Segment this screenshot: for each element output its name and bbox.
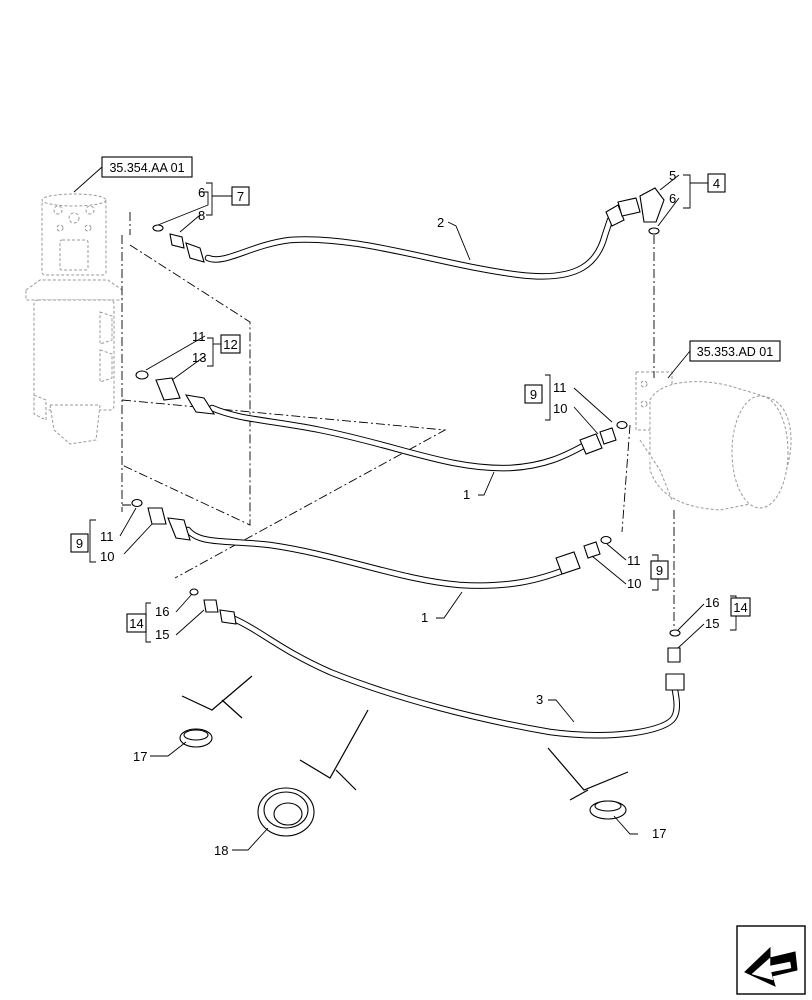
fitting-8 xyxy=(169,233,185,249)
adapter-10-b xyxy=(599,427,617,445)
kit-14-right-label: 14 xyxy=(733,600,747,615)
elbow-fitting-5 xyxy=(617,187,665,223)
adapter-10-c xyxy=(147,507,167,525)
clamp-17-left xyxy=(179,728,213,748)
callout-17-right: 17 xyxy=(652,826,666,841)
swivel-joint-ghost xyxy=(25,193,123,445)
travel-motor-ghost xyxy=(635,371,792,511)
leader-lines xyxy=(89,174,737,851)
section-marks xyxy=(181,675,629,801)
kit-9-upper-label: 9 xyxy=(530,387,537,402)
kit-9-left-label: 9 xyxy=(76,536,83,551)
callout-11-lower-left: 11 xyxy=(100,529,114,544)
oring-11-c xyxy=(131,498,143,508)
callout-1-lower: 1 xyxy=(421,610,428,625)
oring-11-b xyxy=(616,420,628,430)
kit-box-9-right[interactable]: 9 xyxy=(650,560,669,580)
kit-box-9-upper[interactable]: 9 xyxy=(524,384,543,404)
adapter-15-b xyxy=(667,647,681,663)
kit-box-14-left[interactable]: 14 xyxy=(126,613,147,633)
kit-box-14-right[interactable]: 14 xyxy=(730,597,751,617)
reference-travel-motor[interactable]: 35.353.AD 01 xyxy=(689,340,781,362)
callout-11-upper-right: 11 xyxy=(553,380,567,395)
arrow-left-icon[interactable] xyxy=(736,925,806,995)
hose-1-lower xyxy=(167,517,581,589)
reference-swivel-joint[interactable]: 35.354.AA 01 xyxy=(101,156,193,178)
callout-15-right: 15 xyxy=(705,616,719,631)
oring-6-right xyxy=(648,227,660,235)
callout-15-left: 15 xyxy=(155,627,169,642)
oring-16-b xyxy=(669,629,681,637)
clamp-17-right xyxy=(589,800,627,820)
kit-14-left-label: 14 xyxy=(129,616,143,631)
callout-labels: 6 8 5 6 2 11 13 11 10 1 11 10 11 10 1 16… xyxy=(100,168,719,858)
callout-11-lower-right: 11 xyxy=(627,553,641,568)
assembly-center-lines xyxy=(121,212,675,628)
kit-12-label: 12 xyxy=(223,337,237,352)
reference-swivel-label: 35.354.AA 01 xyxy=(109,161,184,175)
callout-18: 18 xyxy=(214,843,228,858)
kit-box-12[interactable]: 12 xyxy=(220,334,241,354)
callout-6-top-left: 6 xyxy=(198,185,205,200)
oring-16-a xyxy=(189,588,199,596)
callout-17-left: 17 xyxy=(133,749,147,764)
callout-6-top-right: 6 xyxy=(669,191,676,206)
kit-box-4[interactable]: 4 xyxy=(707,173,726,193)
hose-2 xyxy=(185,204,625,280)
callout-2: 2 xyxy=(437,215,444,230)
kit-box-9-left[interactable]: 9 xyxy=(70,533,89,553)
callout-16-right: 16 xyxy=(705,595,719,610)
reference-motor-label: 35.353.AD 01 xyxy=(697,345,773,359)
callout-10-lower-left: 10 xyxy=(100,549,114,564)
kit-4-label: 4 xyxy=(713,176,720,191)
kit-7-label: 7 xyxy=(237,189,244,204)
adapter-10-d xyxy=(583,541,601,559)
oring-11-a xyxy=(135,370,149,380)
callout-1-upper: 1 xyxy=(463,487,470,502)
kit-9-right-label: 9 xyxy=(656,563,663,578)
callout-16-left: 16 xyxy=(155,604,169,619)
hose-3 xyxy=(219,609,685,739)
hose-1-upper xyxy=(184,394,603,472)
oring-11-d xyxy=(600,535,612,545)
grommet-18 xyxy=(257,787,315,837)
callout-5: 5 xyxy=(669,168,676,183)
oring-6-left xyxy=(152,224,164,232)
callout-10-upper-right: 10 xyxy=(553,401,567,416)
kit-box-7[interactable]: 7 xyxy=(231,186,250,206)
callout-10-lower-right: 10 xyxy=(627,576,641,591)
callout-3: 3 xyxy=(536,692,543,707)
adapter-15-a xyxy=(203,599,219,613)
callout-13: 13 xyxy=(192,350,206,365)
adapter-13 xyxy=(155,377,181,401)
callout-11-upper-left: 11 xyxy=(192,329,206,344)
callout-8: 8 xyxy=(198,208,205,223)
